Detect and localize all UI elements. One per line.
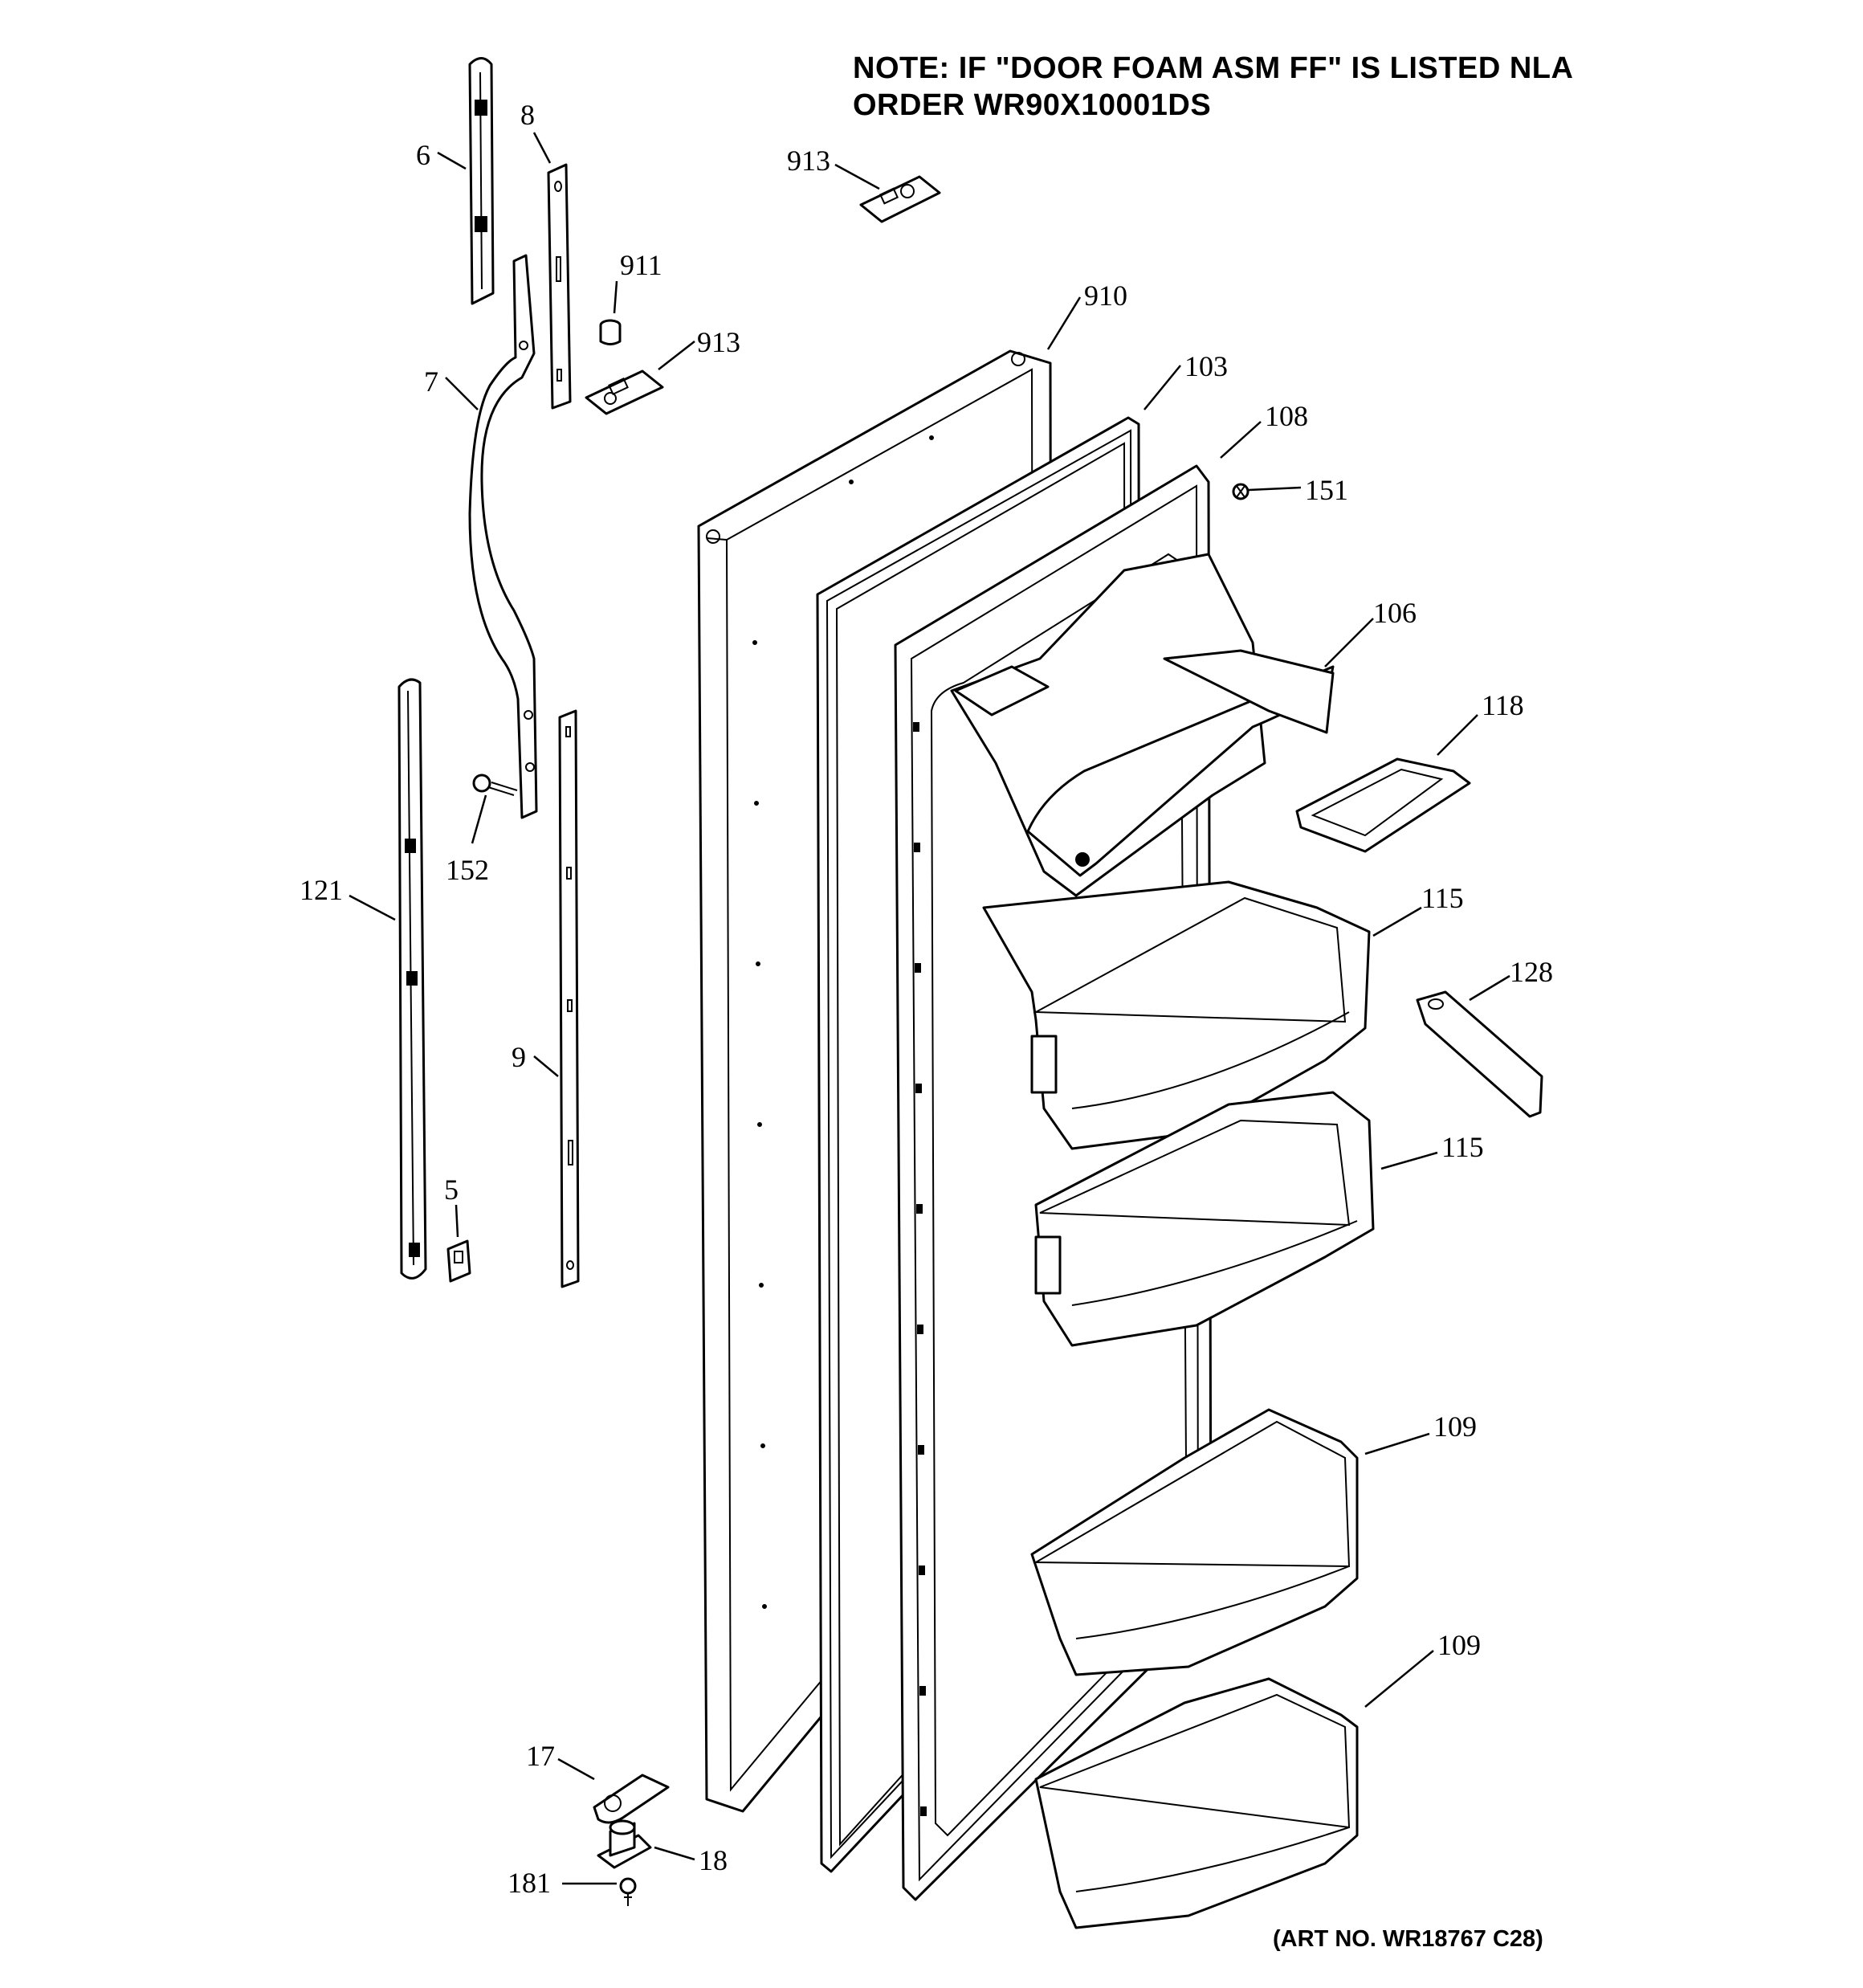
art-number: (ART NO. WR18767 C28) [1273,1926,1543,1952]
callout-128: 128 [1510,956,1553,988]
callout-18: 18 [699,1844,728,1876]
callout-181: 181 [508,1867,551,1899]
callout-913-lower: 913 [697,326,740,358]
frame-holes [752,435,934,1609]
part-6-handle-cap [468,57,495,305]
callout-106: 106 [1373,597,1417,629]
callout-17: 17 [526,1740,555,1772]
callout-911: 911 [620,249,662,281]
part-152-screw [472,774,518,796]
order-note: NOTE: IF "DOOR FOAM ASM FF" IS LISTED NL… [853,50,1573,124]
part-8-trim-strip [547,163,572,410]
callout-115-upper: 115 [1421,882,1464,914]
callout-109-lower: 109 [1437,1629,1481,1661]
part-9-trim-strip [558,709,580,1288]
note-line-2: ORDER WR90X10001DS [853,88,1212,122]
callout-103: 103 [1184,350,1228,382]
part-7-door-handle [468,254,538,819]
callout-151: 151 [1305,474,1348,506]
part-18-hinge-pin [597,1819,652,1869]
callout-152: 152 [446,854,489,886]
part-109-door-bin-upper [1030,1408,1359,1676]
part-5-clip [446,1239,471,1283]
part-151-screw [1232,483,1249,500]
callout-913-upper: 913 [787,145,830,177]
callout-910: 910 [1084,280,1127,312]
liner-ribs [913,722,927,1816]
leader-lines [349,132,1510,1885]
note-line-1: NOTE: IF "DOOR FOAM ASM FF" IS LISTED NL… [853,51,1574,85]
part-181-screw [619,1877,637,1906]
part-128-bracket [1416,990,1543,1118]
part-17-hinge-plate [593,1774,670,1824]
part-106-dairy-compartment [950,553,1335,897]
part-913-cover-lower [585,369,664,415]
part-109-door-bin-lower [1034,1677,1359,1929]
callout-121: 121 [300,874,343,906]
callout-9: 9 [512,1041,526,1073]
callout-108: 108 [1265,400,1308,432]
callout-8: 8 [520,99,535,131]
callout-115-lower: 115 [1441,1131,1484,1163]
callout-118: 118 [1482,689,1524,721]
callout-7: 7 [424,365,438,398]
callout-labels: 6 8 913 911 913 910 7 103 108 151 106 11… [300,99,1553,1899]
part-115-door-bin-upper [982,880,1371,1150]
callout-5: 5 [444,1174,459,1206]
part-118-tray [1295,757,1471,853]
part-121-gasket-strip [397,678,427,1280]
callout-109-upper: 109 [1433,1410,1477,1443]
part-913-cover-upper [859,175,941,223]
part-911-plug [599,319,622,345]
part-115-door-bin-lower [1034,1091,1375,1347]
callout-6: 6 [416,139,430,171]
